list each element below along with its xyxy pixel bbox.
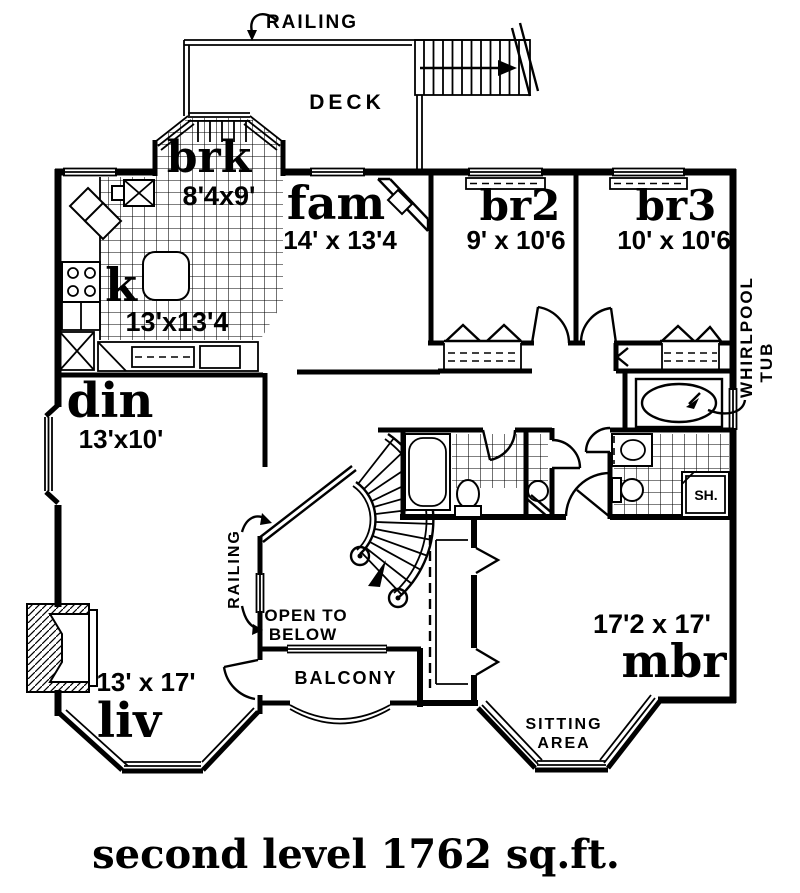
whirlpool-room	[634, 377, 747, 429]
fireplace	[26, 603, 98, 693]
whirlpool-label-line2: TUB	[757, 342, 776, 383]
kitchen-label: k	[105, 258, 138, 312]
whirlpool-label-line1: WHIRLPOOL	[737, 276, 756, 398]
balcony-label: BALCONY	[295, 668, 398, 688]
ensuite-fixtures	[611, 433, 730, 518]
railing-mid-callout	[240, 513, 272, 635]
deck-outline	[183, 22, 540, 170]
fam-corner-fireplace	[377, 177, 430, 232]
brk-dims: 8'4x9'	[183, 181, 256, 211]
din-dims: 13'x10'	[79, 424, 164, 454]
railing-top-callout	[247, 13, 277, 41]
door-swings	[222, 305, 618, 701]
deck-label: DECK	[309, 91, 385, 114]
mbr-dims: 17'2 x 17'	[593, 609, 711, 639]
liv-dims: 13' x 17'	[96, 667, 195, 697]
sitting-area-line1: SITTING	[525, 716, 602, 733]
br3-dims: 10' x 10'6	[617, 225, 731, 255]
din-label: din	[67, 373, 154, 429]
plan-title: second level 1762 sq.ft.	[92, 831, 620, 878]
br2-label: br2	[480, 181, 561, 230]
br2-dims: 9' x 10'6	[466, 225, 565, 255]
sitting-area-line2: AREA	[537, 735, 590, 752]
shower-label: SH.	[694, 487, 717, 503]
fam-label: fam	[287, 176, 385, 230]
br3-label: br3	[636, 181, 717, 230]
brk-label: brk	[167, 132, 253, 183]
railing-top-label: RAILING	[266, 12, 358, 33]
open-to-below-line2: BELOW	[269, 625, 337, 644]
kitchen-fixtures	[59, 177, 259, 372]
open-to-below-line1: OPEN TO	[264, 606, 347, 625]
interior-walls	[55, 172, 736, 706]
kitchen-dims: 13'x13'4	[126, 307, 229, 337]
liv-label: liv	[97, 693, 163, 749]
railing-mid-label: RAILING	[226, 529, 243, 609]
main-bath-fixtures	[404, 433, 482, 518]
mbr-label: mbr	[621, 634, 727, 688]
spiral-stairs	[349, 433, 435, 609]
fam-dims: 14' x 13'4	[283, 225, 397, 255]
powder-room-fixtures	[526, 480, 553, 518]
